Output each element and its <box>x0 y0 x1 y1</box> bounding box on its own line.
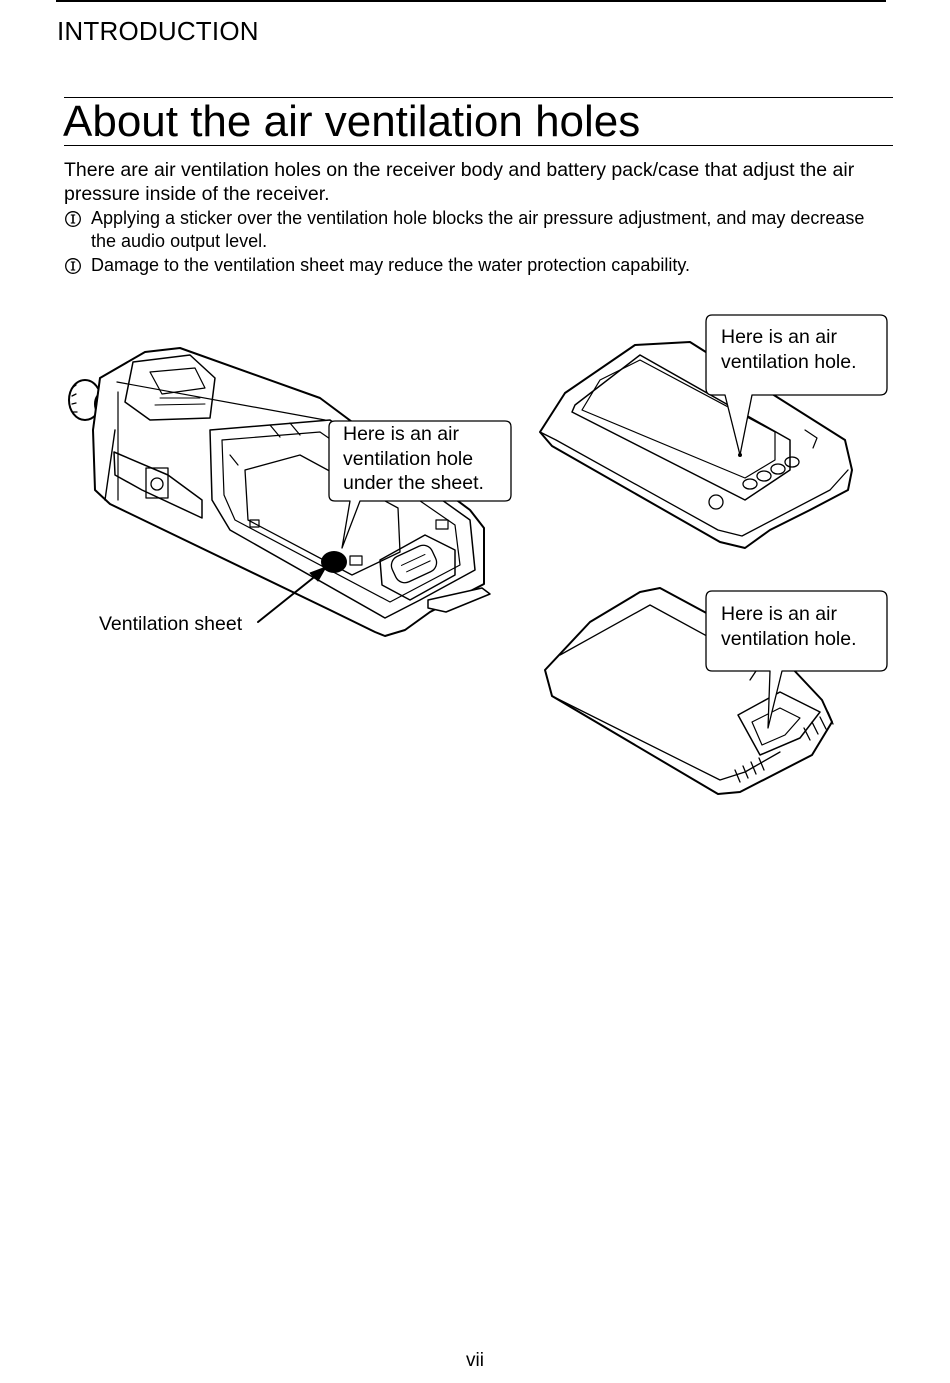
callout-case-text: Here is an air ventilation hole. <box>721 326 857 373</box>
note-text: Damage to the ventilation sheet may redu… <box>91 255 691 275</box>
callout-battery-box <box>705 590 888 729</box>
header-rule <box>56 0 886 2</box>
note-text: Applying a sticker over the ventilation … <box>91 208 865 251</box>
callout-case-box <box>705 314 888 456</box>
title-rule-top <box>64 97 893 98</box>
note-item: Damage to the ventilation sheet may redu… <box>64 254 894 277</box>
info-icon <box>65 258 81 274</box>
title-rule-bottom <box>64 145 893 146</box>
battery-case-drawing <box>539 341 853 549</box>
ventilation-sheet-label: Ventilation sheet <box>99 613 243 635</box>
callout-battery-text: Here is an air ventilation hole. <box>721 603 857 650</box>
page-number: vii <box>466 1350 484 1371</box>
callout-receiver-box <box>328 420 512 549</box>
intro-paragraph: There are air ventilation holes on the r… <box>64 159 855 205</box>
note-item: Applying a sticker over the ventilation … <box>64 207 894 253</box>
page-title: About the air ventilation holes <box>63 97 641 146</box>
info-icon <box>65 211 81 227</box>
callout-receiver-text: Here is an air ventilation hole under th… <box>343 423 484 494</box>
section-header: INTRODUCTION <box>57 16 259 46</box>
ventilation-illustration <box>68 314 888 795</box>
receiver-body-drawing <box>68 347 491 637</box>
